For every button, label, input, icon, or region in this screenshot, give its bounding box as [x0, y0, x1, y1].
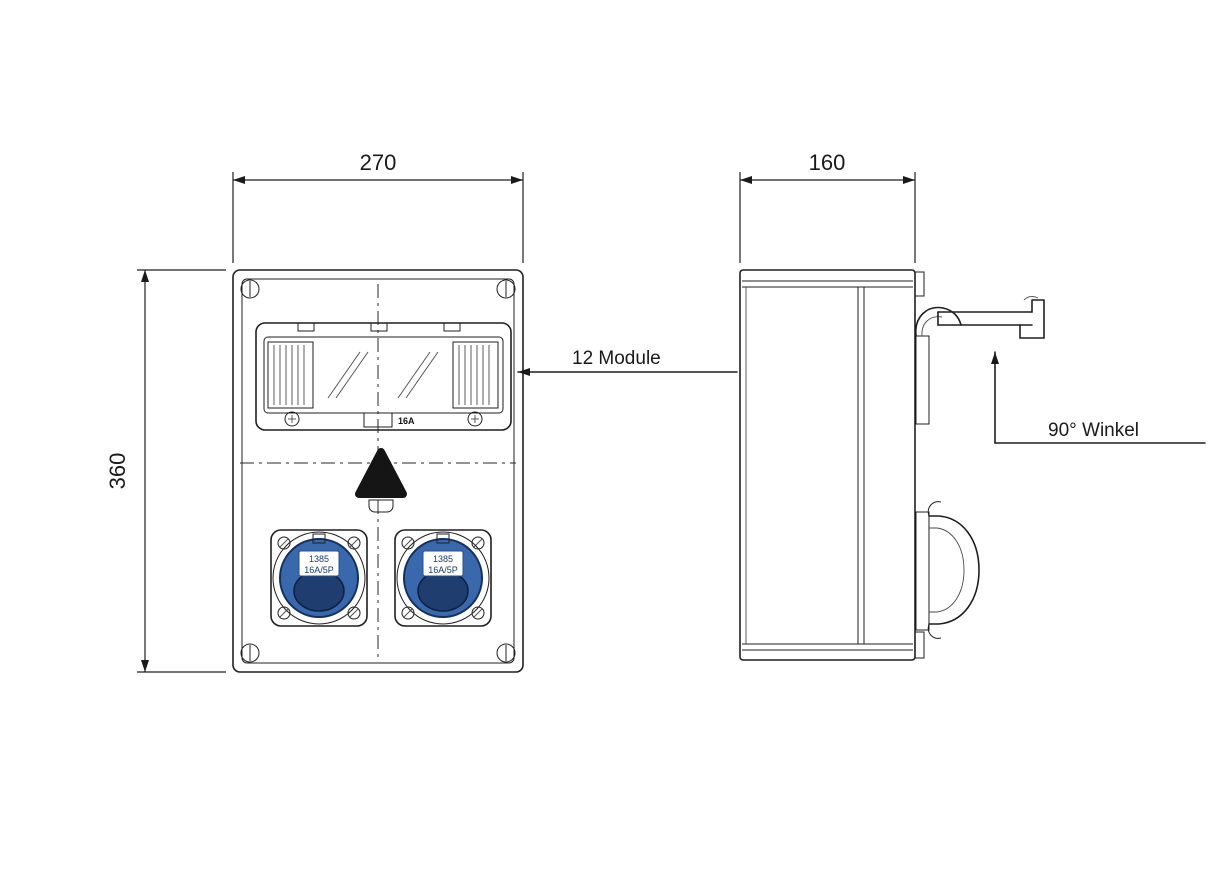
window-clip: [443, 322, 461, 332]
socket-keyway: [436, 533, 450, 544]
socket-rating-plate: [422, 550, 464, 577]
dimension-front-height: 360: [105, 269, 226, 673]
dimension-front-width: 270: [232, 150, 524, 263]
corner-screw: [496, 279, 516, 299]
din-module-block-right: [452, 341, 499, 409]
corner-screw: [240, 279, 260, 299]
module-window: 16A: [255, 322, 512, 431]
mounting-bracket-bottom: [915, 501, 980, 639]
dim-label-360: 360: [105, 453, 130, 490]
socket-opening: [417, 570, 469, 612]
cee-socket-right: 1385 16A/5P: [394, 529, 492, 627]
hinge-lug-top: [914, 271, 925, 297]
terminal-connector: 16A: [363, 412, 415, 428]
front-view: 16A 1385 16A/5P: [232, 269, 524, 673]
callout-90-winkel-label: 90° Winkel: [1048, 420, 1139, 441]
socket-rating-line2: 16A/5P: [304, 565, 334, 575]
socket-rating-line1: 1385: [433, 554, 453, 564]
terminal-label: 16A: [398, 416, 415, 426]
socket-rating-plate: [298, 550, 340, 577]
side-view: [739, 269, 1045, 661]
callout-12-module-label: 12 Module: [572, 348, 661, 369]
socket-rating-line2: 16A/5P: [428, 565, 458, 575]
dim-label-270: 270: [360, 150, 397, 175]
corner-screw: [496, 643, 516, 663]
cee-socket-left: 1385 16A/5P: [270, 529, 368, 627]
warning-triangle: [355, 448, 407, 513]
hinge-lug-bottom: [914, 631, 925, 659]
dim-label-160: 160: [809, 150, 846, 175]
angle-bracket-90: [937, 295, 1045, 339]
window-clip: [370, 322, 388, 332]
socket-rating-line1: 1385: [309, 554, 329, 564]
din-module-block-left: [267, 341, 314, 409]
dimension-side-depth: 160: [739, 150, 916, 263]
corner-screw: [240, 643, 260, 663]
callout-12-module: 12 Module: [517, 348, 738, 376]
window-glass-reflection: [327, 351, 439, 399]
socket-keyway: [312, 533, 326, 544]
window-screw: [467, 411, 483, 427]
window-clip: [297, 322, 315, 332]
socket-opening: [293, 570, 345, 612]
window-screw: [284, 411, 300, 427]
mounting-bracket-top: [915, 295, 1045, 425]
callout-90-winkel: 90° Winkel: [991, 351, 1206, 444]
